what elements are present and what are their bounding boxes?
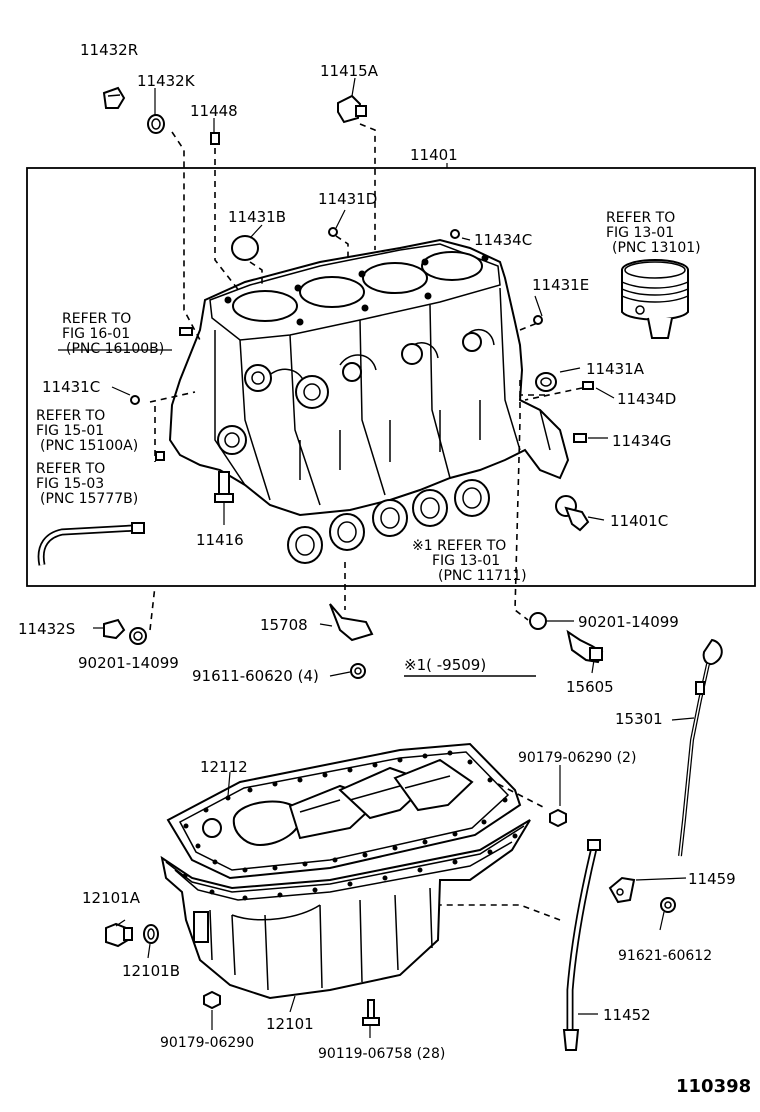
ref-fig15-03: REFER TO FIG 15-03 (PNC 15777B) [36, 461, 138, 507]
bracket-15708-icon[interactable] [329, 603, 374, 642]
oil-pan-drawing[interactable] [160, 819, 531, 1000]
nut-91621-icon[interactable] [660, 897, 676, 913]
plug-11432r-icon[interactable] [102, 86, 126, 109]
oil-pipe-icon[interactable] [37, 522, 145, 566]
dipstick-guide-drawing[interactable] [562, 839, 601, 1051]
pin-11448-icon[interactable] [210, 132, 220, 145]
label-11431b: 11431B [228, 208, 286, 226]
ref-fig16-line1: REFER TO [62, 311, 131, 327]
nut-90179-icon[interactable] [203, 990, 221, 1010]
label-11431a: 11431A [586, 360, 645, 378]
label-11431e: 11431E [532, 276, 589, 294]
valve-15605-icon[interactable] [566, 629, 604, 664]
label-15301: 15301 [615, 710, 663, 728]
label-11431c: 11431C [42, 378, 100, 396]
label-11416: 11416 [196, 531, 244, 549]
label-11415a: 11415A [320, 62, 379, 80]
main-bearings-drawing[interactable] [287, 479, 490, 564]
ref-fig15-01-line3: (PNC 15100A) [40, 438, 138, 454]
label-11432k: 11432K [137, 72, 196, 90]
bracket-11459-icon[interactable] [608, 876, 636, 904]
label-11459: 11459 [688, 870, 736, 888]
ref-fig16: REFER TO FIG 16-01 (PNC 16100B) [62, 311, 164, 357]
gasket-11432k-icon[interactable] [147, 114, 165, 134]
label-11432r: 11432R [80, 41, 138, 59]
pin-11434d-icon[interactable] [582, 381, 594, 390]
ref-fig16-line2: FIG 16-01 [62, 326, 130, 342]
label-12101a: 12101A [82, 889, 141, 907]
gasket-12101b-icon[interactable] [143, 924, 159, 944]
label-11431d: 11431D [318, 190, 377, 208]
ref-fig15-01-line2: FIG 15-01 [36, 423, 104, 439]
label-90201-left: 90201-14099 [78, 654, 179, 672]
cylinder-block-group-frame [26, 167, 756, 587]
ref-fig16-line3: (PNC 16100B) [66, 341, 164, 357]
label-12112: 12112 [200, 758, 248, 776]
bolt-90119-icon[interactable] [362, 999, 380, 1026]
label-12101: 12101 [266, 1015, 314, 1033]
ref-bearing-line2: FIG 13-01 [432, 553, 500, 569]
ref-fig15-03-line3: (PNC 15777B) [40, 491, 138, 507]
label-90201-right: 90201-14099 [578, 613, 679, 631]
ref-piston: REFER TO FIG 13-01 (PNC 13101) [606, 210, 701, 256]
label-90179: 90179-06290 [160, 1035, 254, 1051]
ref-bearing-line3: (PNC 11711) [438, 568, 527, 584]
dipstick-drawing[interactable] [678, 638, 723, 857]
plug-11432s-icon[interactable] [103, 618, 126, 640]
plug-11401c-icon[interactable] [555, 495, 590, 532]
nut-91611-icon[interactable] [350, 663, 366, 679]
ref-piston-line1: REFER TO [606, 210, 675, 226]
label-11401c: 11401C [610, 512, 668, 530]
label-15605: 15605 [566, 678, 614, 696]
cylinder-block-drawing[interactable] [168, 238, 570, 517]
ref-bearing-line1: ※1 REFER TO [412, 538, 506, 554]
bolt-11416-icon[interactable] [214, 471, 234, 503]
ref-piston-line2: FIG 13-01 [606, 225, 674, 241]
label-90179-2: 90179-06290 (2) [518, 750, 636, 766]
plug-11434c-icon[interactable] [450, 229, 460, 239]
gasket-90201-left-icon[interactable] [129, 627, 147, 645]
ref-fig15-01-line1: REFER TO [36, 408, 105, 424]
label-90119: 90119-06758 (28) [318, 1046, 445, 1062]
applicability-note: ※1( -9509) [404, 656, 486, 674]
label-11434g: 11434G [612, 432, 671, 450]
label-11452: 11452 [603, 1006, 651, 1024]
ref-bearing: ※1 REFER TO FIG 13-01 (PNC 11711) [412, 538, 527, 584]
pin-small-icon[interactable] [155, 451, 165, 461]
pin-11431c-icon[interactable] [130, 395, 140, 405]
drain-plug-12101a-icon[interactable] [105, 922, 133, 948]
label-11401: 11401 [410, 146, 458, 164]
leader-lines [58, 77, 695, 1038]
pin-11434g-icon[interactable] [573, 433, 587, 443]
diagram-id: 110398 [676, 1076, 751, 1097]
part-labels: 11432R 11432K 11448 11415A 11401 11431D … [18, 41, 751, 1097]
pin-11431d-icon[interactable] [328, 227, 338, 237]
label-91621: 91621-60612 [618, 948, 712, 964]
gasket-90201-right-icon[interactable] [529, 612, 547, 630]
dashed-guide-lines [149, 123, 583, 921]
label-91611: 91611-60620 (4) [192, 667, 319, 685]
label-11448: 11448 [190, 102, 238, 120]
label-12101b: 12101B [122, 962, 180, 980]
ref-fig15-03-line2: FIG 15-03 [36, 476, 104, 492]
label-15708: 15708 [260, 616, 308, 634]
label-11432s: 11432S [18, 620, 75, 638]
ref-piston-line3: (PNC 13101) [612, 240, 701, 256]
label-11434d: 11434D [617, 390, 676, 408]
plug-11431a-icon[interactable] [535, 372, 557, 392]
piston-drawing[interactable] [621, 259, 689, 339]
plug-11415a-icon[interactable] [337, 94, 367, 124]
plug-11431b-icon[interactable] [231, 235, 259, 261]
ref-fig15-01: REFER TO FIG 15-01 (PNC 15100A) [36, 408, 138, 454]
nut-90179-2-icon[interactable] [549, 808, 567, 828]
ref-fig15-03-line1: REFER TO [36, 461, 105, 477]
label-11434c: 11434C [474, 231, 532, 249]
oil-pan-gasket-drawing[interactable] [166, 742, 522, 880]
